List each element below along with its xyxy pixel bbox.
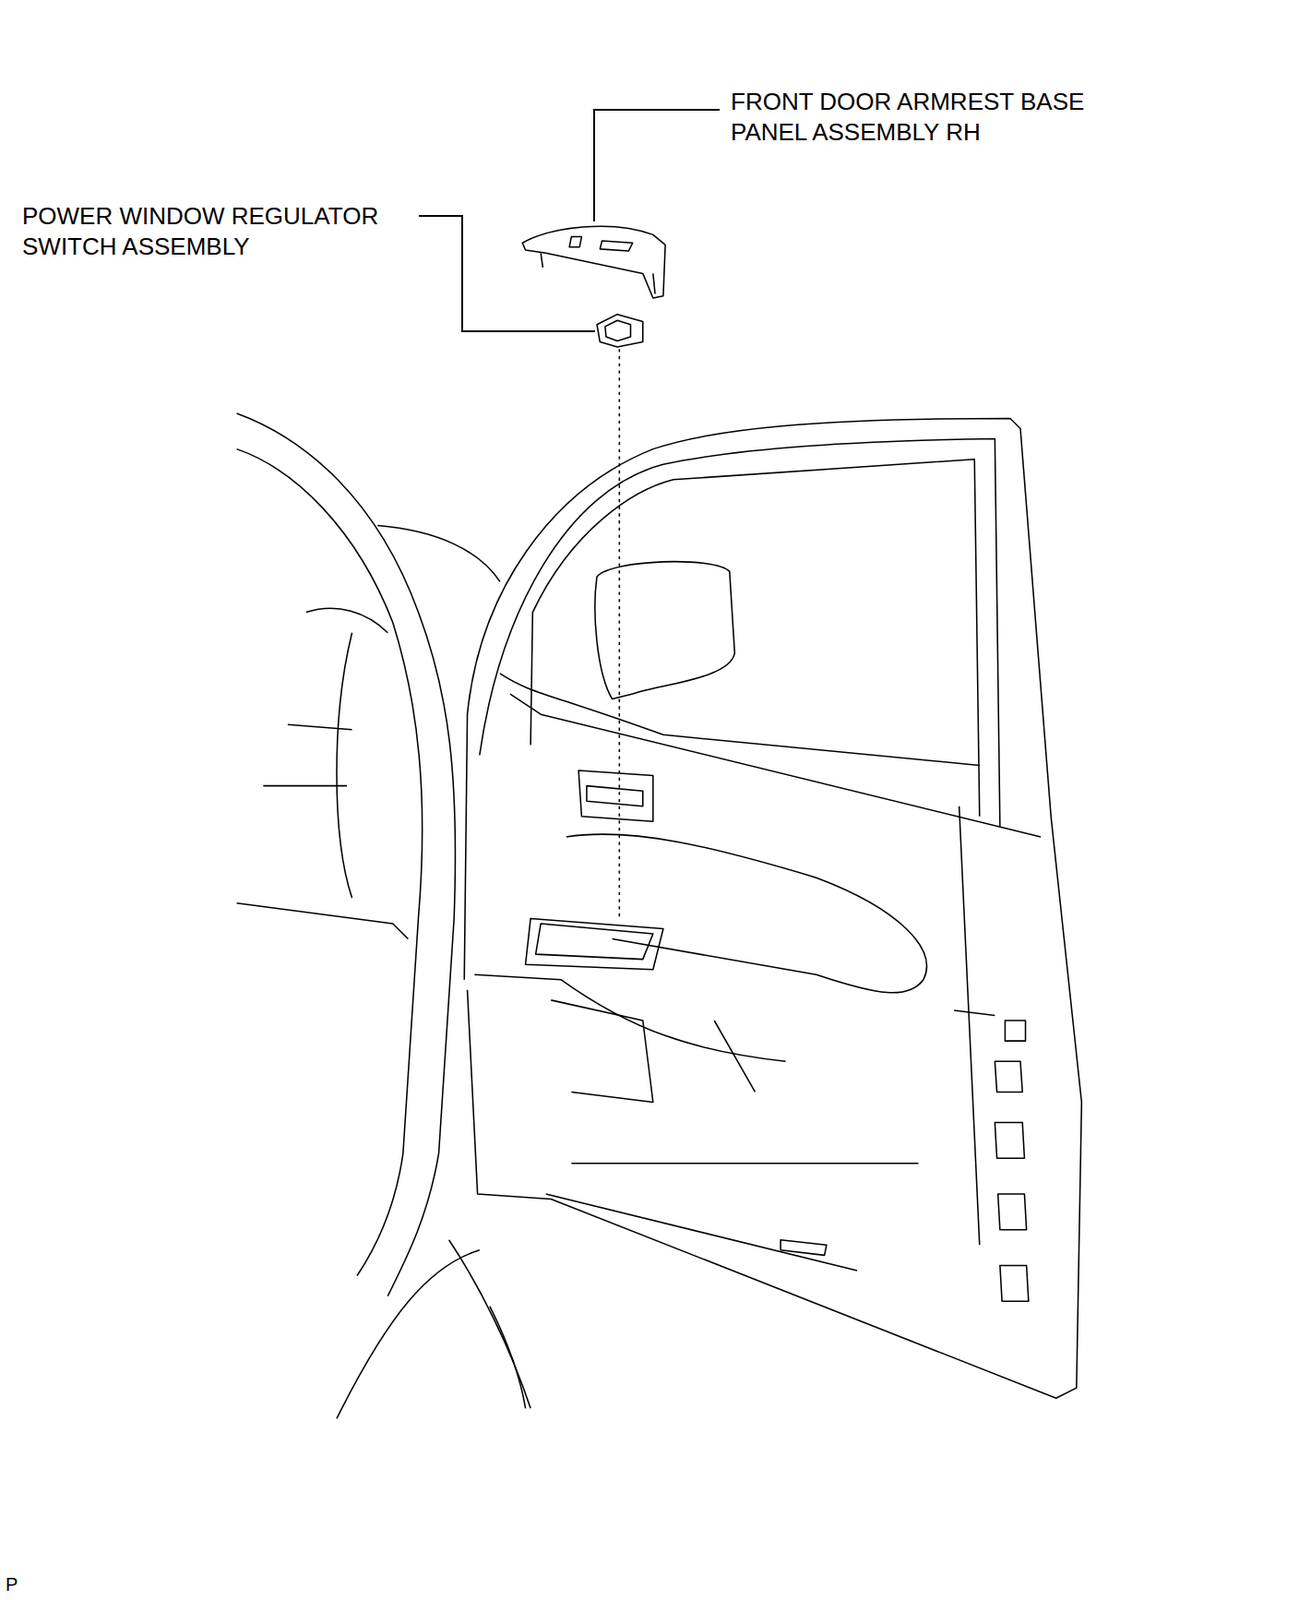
page-mark: P (5, 1573, 43, 1596)
leader-lines (411, 109, 720, 332)
line-art (237, 226, 1083, 1419)
part-name: POWER WINDOW REGULATOR SWITCH ASSEMBLY (22, 201, 419, 263)
part-name: FRONT DOOR ARMREST BASE PANEL ASSEMBLY R… (730, 86, 1128, 148)
